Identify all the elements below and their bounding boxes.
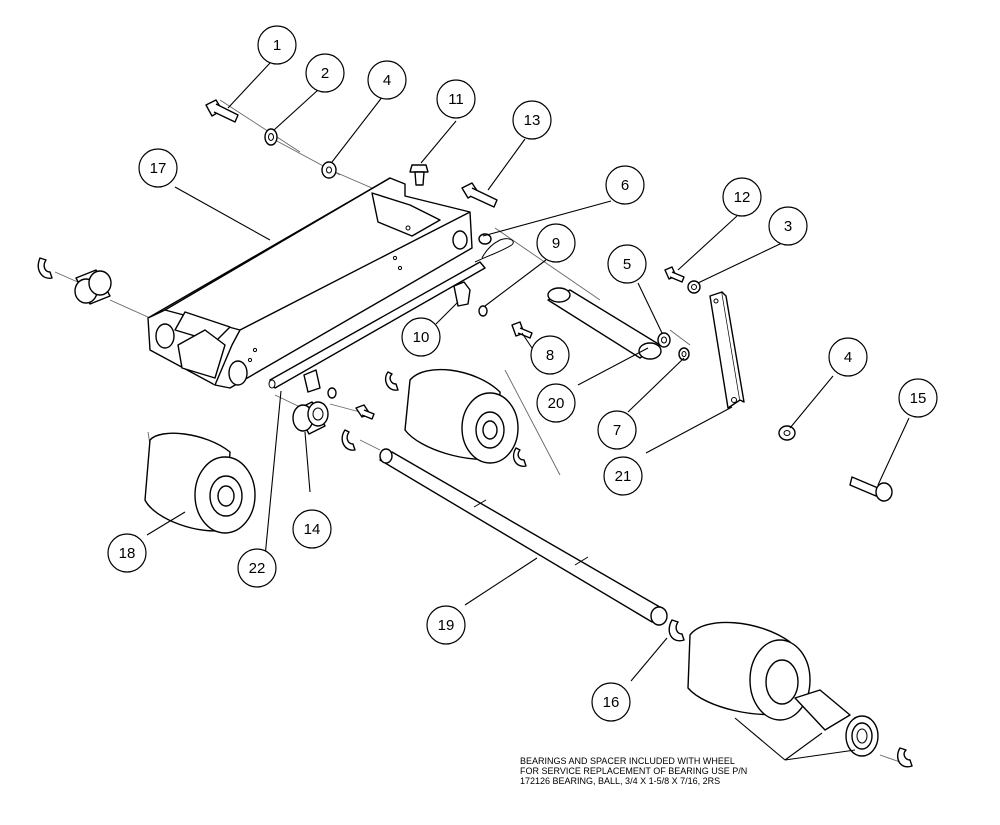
balloon-13: 13 <box>512 100 552 140</box>
svg-text:14: 14 <box>304 521 321 538</box>
balloon-11: 11 <box>436 79 476 119</box>
svg-text:2: 2 <box>321 65 329 82</box>
rod-part-22 <box>268 261 486 389</box>
svg-text:22: 22 <box>249 560 266 577</box>
balloon-20: 20 <box>536 383 576 423</box>
balloon-10: 10 <box>401 317 441 357</box>
balloon-9: 9 <box>536 223 576 263</box>
balloon-17: 17 <box>138 148 178 188</box>
bushing-top-left <box>74 269 112 305</box>
svg-text:7: 7 <box>613 422 621 439</box>
svg-text:17: 17 <box>150 160 167 177</box>
balloon-8: 8 <box>530 335 570 375</box>
axle-part-19 <box>379 448 668 626</box>
svg-text:1: 1 <box>273 37 281 54</box>
balloon-19: 19 <box>426 605 466 645</box>
svg-text:8: 8 <box>546 347 554 364</box>
small-hardware-center <box>327 387 375 420</box>
svg-text:13: 13 <box>524 112 541 129</box>
screw-part-11 <box>409 164 429 186</box>
svg-text:12: 12 <box>734 189 751 206</box>
balloon-2: 2 <box>305 53 345 93</box>
svg-text:15: 15 <box>910 390 927 407</box>
balloons: 1 2 4 11 13 17 6 12 3 9 5 10 8 20 7 4 15… <box>107 25 938 722</box>
svg-text:3: 3 <box>784 218 792 235</box>
note-line-2: FOR SERVICE REPLACEMENT OF BEARING USE P… <box>520 766 747 776</box>
washer-part-9 <box>478 305 488 317</box>
service-note: BEARINGS AND SPACER INCLUDED WITH WHEEL … <box>520 756 747 786</box>
balloon-4-top: 4 <box>367 60 407 100</box>
pin-part-20 <box>547 287 662 360</box>
svg-text:9: 9 <box>552 235 560 252</box>
nut-part-5 <box>657 332 671 348</box>
washer-part-2 <box>264 128 278 146</box>
e-clip-bottom-right <box>896 747 913 768</box>
svg-text:21: 21 <box>615 468 632 485</box>
svg-text:19: 19 <box>438 617 455 634</box>
bolt-part-1 <box>205 99 239 123</box>
svg-text:11: 11 <box>448 91 464 108</box>
balloon-5: 5 <box>607 244 647 284</box>
svg-text:5: 5 <box>623 256 631 273</box>
balloon-22: 22 <box>237 548 277 588</box>
cable-part-6 <box>474 233 514 263</box>
e-clip-center-left <box>341 429 356 451</box>
bracket-part-10 <box>303 281 471 393</box>
nut-part-3 <box>687 280 701 294</box>
link-bar-part-21 <box>709 291 745 409</box>
svg-text:10: 10 <box>413 329 430 346</box>
balloon-16: 16 <box>591 682 631 722</box>
svg-text:4: 4 <box>383 72 391 89</box>
balloon-6: 6 <box>605 165 645 205</box>
note-line-1: BEARINGS AND SPACER INCLUDED WITH WHEEL <box>520 756 735 766</box>
bolt-part-13 <box>461 182 498 208</box>
e-clip-center-top <box>384 371 399 391</box>
e-clip-center-right <box>512 447 527 467</box>
bearing-right <box>845 715 879 757</box>
balloon-7: 7 <box>597 410 637 450</box>
balloon-3: 3 <box>768 206 808 246</box>
balloon-14: 14 <box>292 509 332 549</box>
balloon-21: 21 <box>603 456 643 496</box>
bushing-part-14 <box>292 401 329 435</box>
wheel-part-18 <box>144 432 256 534</box>
e-clip-part-16 <box>668 619 685 642</box>
balloon-4-right: 4 <box>828 337 868 377</box>
wheel-right <box>687 621 811 721</box>
bolt-part-15 <box>849 476 893 502</box>
washer-part-4-right <box>778 425 796 441</box>
note-line-3: 172126 BEARING, BALL, 3/4 X 1-5/8 X 7/16… <box>520 776 720 786</box>
leader-lines <box>146 62 910 761</box>
svg-text:4: 4 <box>844 349 852 366</box>
washer-part-7 <box>678 347 690 361</box>
wheel-center <box>404 368 519 464</box>
e-clip-top-left <box>37 257 53 279</box>
washer-part-4-top <box>321 161 337 179</box>
balloon-18: 18 <box>107 533 147 573</box>
svg-text:20: 20 <box>548 395 565 412</box>
spacer-right <box>794 689 851 731</box>
svg-text:6: 6 <box>621 177 629 194</box>
balloon-1: 1 <box>257 25 297 65</box>
screw-part-8 <box>511 321 533 339</box>
screw-part-12 <box>664 266 685 283</box>
balloon-12: 12 <box>722 177 762 217</box>
arm-frame-part-17 <box>147 177 473 389</box>
balloon-15: 15 <box>898 378 938 418</box>
svg-text:18: 18 <box>119 545 136 562</box>
svg-text:16: 16 <box>603 694 620 711</box>
